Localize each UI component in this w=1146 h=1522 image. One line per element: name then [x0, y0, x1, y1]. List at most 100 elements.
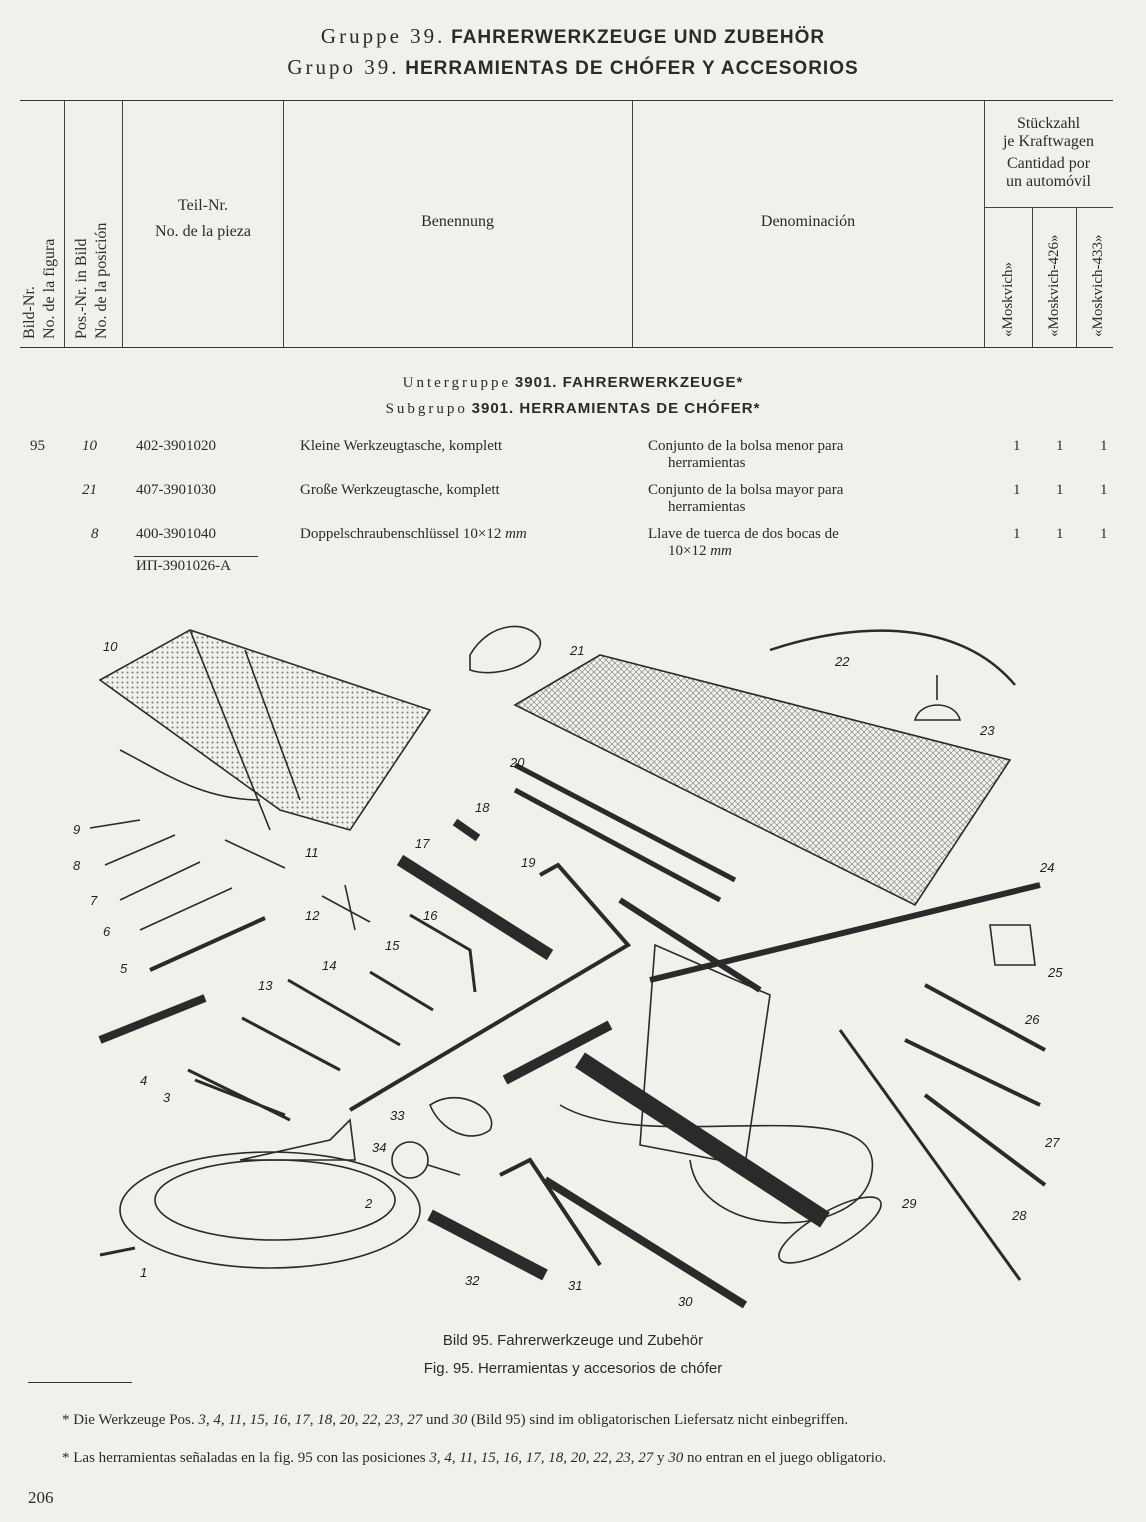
jack	[618, 882, 1041, 993]
wrench	[139, 887, 233, 931]
lamp-cable	[119, 1151, 421, 1269]
callout: 29	[901, 1196, 916, 1211]
callout: 22	[834, 654, 850, 669]
table-row: 8 400-3901040 ИП-3901026-А Doppelschraub…	[91, 526, 1108, 574]
header-denominacion: Denominación	[760, 213, 856, 230]
callout: 25	[1047, 965, 1063, 980]
callout: 24	[1039, 860, 1054, 875]
callout: 8	[73, 858, 81, 873]
group-title-es: Grupo 39. HERRAMIENTAS DE CHÓFER Y ACCES…	[287, 55, 859, 79]
column-divider	[632, 101, 633, 347]
box-nut	[989, 924, 1036, 966]
callout: 10	[103, 639, 118, 654]
rod	[769, 629, 1016, 686]
quantity-divider	[984, 207, 1113, 208]
tyre-pump	[575, 1052, 830, 1228]
wrench	[104, 834, 176, 866]
header-no-figura: No. de la figura	[41, 238, 58, 339]
callout: 5	[120, 961, 128, 976]
pliers	[187, 1068, 291, 1122]
spark-plug-wrench	[499, 1157, 602, 1267]
screwdriver	[369, 970, 434, 1012]
figure-caption-de: Bild 95. Fahrerwerkzeuge und Zubehör	[442, 1332, 704, 1349]
callout: 32	[465, 1273, 480, 1288]
socket	[452, 818, 481, 842]
jack-handle	[838, 1029, 1022, 1281]
callout: 21	[569, 643, 584, 658]
header-stueckzahl: Stückzahl je Kraftwagen Cantidad por un …	[1002, 115, 1095, 190]
model-divider	[1032, 207, 1033, 347]
callout: 7	[90, 893, 98, 908]
callout: 33	[390, 1108, 405, 1123]
l-wrench	[409, 913, 477, 993]
large-tool-bag	[513, 654, 1012, 907]
page-number: 206	[28, 1488, 54, 1507]
callout: 16	[423, 908, 438, 923]
header-no-posicion: No. de la posición	[93, 222, 110, 339]
callout: 15	[385, 938, 400, 953]
callout: 17	[415, 836, 430, 851]
callout: 23	[979, 723, 995, 738]
inspection-lamp	[239, 1118, 356, 1161]
crank-handle	[348, 862, 632, 1112]
footnote-de: * Die Werkzeuge Pos. 3, 4, 11, 15, 16, 1…	[62, 1412, 849, 1428]
callout: 4	[140, 1073, 147, 1088]
figure-caption-es: Fig. 95. Herramientas y accesorios de ch…	[423, 1360, 723, 1377]
callout: 34	[372, 1140, 386, 1155]
header-pos-nr: Pos.-Nr. in Bild	[73, 238, 90, 339]
header-model-moskvich: «Moskvich»	[1000, 262, 1016, 337]
column-divider	[984, 101, 985, 347]
pump-foot	[778, 1196, 882, 1264]
header-teil-nr: Teil-Nr. No. de la pieza	[155, 197, 251, 240]
subgroup-title-es: Subgrupo 3901. HERRAMIENTAS DE CHÓFER*	[385, 400, 761, 417]
header-bild-nr: Bild-Nr.	[21, 286, 38, 339]
callout: 3	[163, 1090, 171, 1105]
group-title-de: Gruppe 39. FAHRERWERKZEUGE UND ZUBEHÖR	[320, 24, 826, 48]
header-model-426: «Moskvich-426»	[1046, 234, 1062, 338]
callout: 26	[1024, 1012, 1040, 1027]
callout: 2	[364, 1196, 373, 1211]
alt-part-number: ИП-3901026-А	[136, 558, 231, 574]
callout-labels: 10 21 22 23 20 18 9 11 17 8 19 24 7 12 1…	[73, 639, 1063, 1309]
callout: 13	[258, 978, 273, 993]
small-tool-bag	[98, 629, 432, 831]
callout: 31	[568, 1278, 582, 1293]
pressure-gauge	[391, 1141, 429, 1179]
tommy-bar	[321, 884, 371, 931]
wrench	[923, 1093, 1047, 1187]
screwdriver	[287, 978, 401, 1047]
alt-part-rule	[134, 556, 258, 557]
table-header: Bild-Nr. No. de la figura Pos.-Nr. in Bi…	[20, 100, 1113, 348]
plug	[99, 1246, 136, 1257]
header-benennung: Benennung	[421, 213, 494, 230]
callout: 14	[322, 958, 336, 973]
wrench	[119, 861, 201, 901]
hammer	[542, 1176, 748, 1309]
callout: 19	[521, 855, 535, 870]
tools-illustration: 10 21 22 23 20 18 9 11 17 8 19 24 7 12 1…	[73, 625, 1063, 1309]
subgroup-title-de: Untergruppe 3901. FAHRERWERKZEUGE*	[402, 374, 744, 391]
socket-handle	[396, 854, 554, 961]
wrench	[149, 916, 266, 972]
column-divider	[122, 101, 123, 347]
valve-tool	[429, 1096, 493, 1137]
adjustable-wrench	[98, 994, 207, 1044]
wrench	[924, 983, 1046, 1052]
screwdriver	[241, 1016, 341, 1072]
tyre-lever	[513, 762, 737, 903]
callout: 6	[103, 924, 111, 939]
box-spanner	[427, 1209, 548, 1281]
column-divider	[283, 101, 284, 347]
footnote-rule	[28, 1382, 132, 1383]
callout: 27	[1044, 1135, 1060, 1150]
oil-can	[913, 675, 962, 721]
header-model-433: «Moskvich-433»	[1090, 234, 1106, 338]
wrench	[904, 1038, 1041, 1107]
column-divider	[64, 101, 65, 347]
model-divider	[1076, 207, 1077, 347]
callout: 30	[678, 1294, 693, 1309]
table-row: 95 10 402-3901020 Kleine Werkzeugtasche,…	[30, 438, 1108, 471]
callout: 28	[1011, 1208, 1027, 1223]
callout: 20	[509, 755, 525, 770]
callout: 1	[140, 1265, 147, 1280]
